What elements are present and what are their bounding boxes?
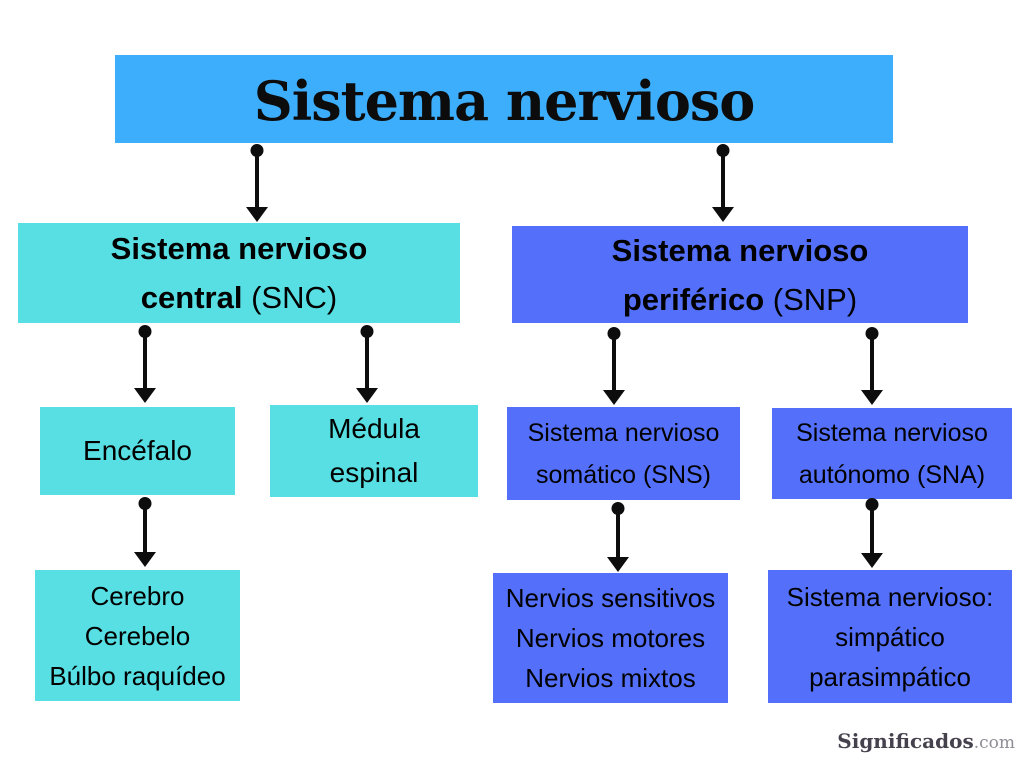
- arrowhead-icon: [246, 207, 268, 222]
- node-cerebro-line3: Búlbo raquídeo: [49, 660, 226, 691]
- node-snp: Sistema nervioso periférico (SNP): [512, 226, 968, 323]
- node-snc-line1: Sistema nervioso: [110, 231, 368, 266]
- arrowhead-icon: [712, 207, 734, 222]
- node-sns-line2: somático (SNS): [535, 460, 712, 489]
- diagram-title: Sistema nervioso: [253, 69, 756, 133]
- arrowhead-icon: [356, 388, 378, 403]
- node-cerebro-line2: Cerebelo: [84, 620, 191, 651]
- watermark-suffix: .com: [973, 733, 1015, 753]
- node-cerebro-group: Cerebro Cerebelo Búlbo raquídeo: [35, 570, 240, 701]
- connector-shaft: [143, 503, 147, 555]
- arrowhead-icon: [603, 390, 625, 405]
- connector-shaft: [255, 150, 259, 210]
- node-nervios-line2: Nervios motores: [515, 623, 706, 653]
- node-snc: Sistema nervioso central (SNC): [18, 223, 460, 323]
- watermark-brand: Significados: [837, 729, 974, 753]
- arrow-snp-to-sna: [860, 327, 884, 405]
- connector-shaft: [143, 331, 147, 391]
- node-simpatico-line1: Sistema nervioso:: [786, 581, 994, 612]
- node-snp-line2-bold: periférico: [622, 281, 765, 317]
- connector-shaft: [616, 508, 620, 560]
- arrow-sna-to-simpatico: [860, 498, 884, 568]
- connector-shaft: [721, 150, 725, 210]
- node-nervios-line1: Nervios sensitivos: [505, 583, 716, 613]
- connector-shaft: [870, 504, 874, 556]
- arrow-snc-to-medula: [355, 325, 379, 403]
- node-encefalo-label: Encéfalo: [83, 435, 192, 466]
- arrowhead-icon: [134, 388, 156, 403]
- node-medula-line2: espinal: [329, 457, 419, 488]
- node-sna-line1: Sistema nervioso: [796, 418, 988, 447]
- node-simpatico-line2: simpático: [835, 621, 945, 652]
- arrowhead-icon: [607, 557, 629, 572]
- node-snp-line2-abbr: (SNP): [764, 281, 858, 317]
- node-sistema-nervioso: Sistema nervioso: [115, 55, 893, 143]
- node-snc-line2-bold: central: [140, 280, 243, 315]
- node-cerebro-line1: Cerebro: [90, 580, 185, 611]
- node-snc-line2-abbr: (SNC): [242, 280, 338, 315]
- arrow-sns-to-nervios: [606, 502, 630, 572]
- watermark: Significados.com: [837, 729, 1015, 753]
- node-snp-line2: periférico (SNP): [623, 275, 857, 324]
- node-simpatico-line3: parasimpático: [809, 661, 971, 692]
- node-sna: Sistema nervioso autónomo (SNA): [772, 408, 1012, 499]
- node-nervios-group: Nervios sensitivos Nervios motores Nervi…: [493, 573, 728, 703]
- node-sna-line2: autónomo (SNA): [798, 460, 986, 489]
- connector-shaft: [612, 333, 616, 393]
- arrow-root-to-central: [245, 144, 269, 222]
- node-simpatico-group: Sistema nervioso: simpático parasimpátic…: [768, 570, 1012, 703]
- node-snp-line1: Sistema nervioso: [611, 232, 869, 268]
- node-encefalo: Encéfalo: [40, 407, 235, 495]
- node-sns-line1: Sistema nervioso: [527, 418, 720, 447]
- node-sns: Sistema nervioso somático (SNS): [507, 407, 740, 500]
- arrow-encefalo-to-cerebro: [133, 497, 157, 567]
- arrow-root-to-peripheral: [711, 144, 735, 222]
- connector-shaft: [365, 331, 369, 391]
- node-medula-line1: Médula: [328, 413, 420, 444]
- connector-shaft: [870, 333, 874, 393]
- node-snc-line2: central (SNC): [141, 273, 337, 322]
- arrow-snp-to-sns: [602, 327, 626, 405]
- arrowhead-icon: [861, 553, 883, 568]
- arrow-snc-to-encefalo: [133, 325, 157, 403]
- node-medula-espinal: Médula espinal: [270, 405, 478, 497]
- node-nervios-line3: Nervios mixtos: [525, 663, 696, 693]
- arrowhead-icon: [861, 390, 883, 405]
- arrowhead-icon: [134, 552, 156, 567]
